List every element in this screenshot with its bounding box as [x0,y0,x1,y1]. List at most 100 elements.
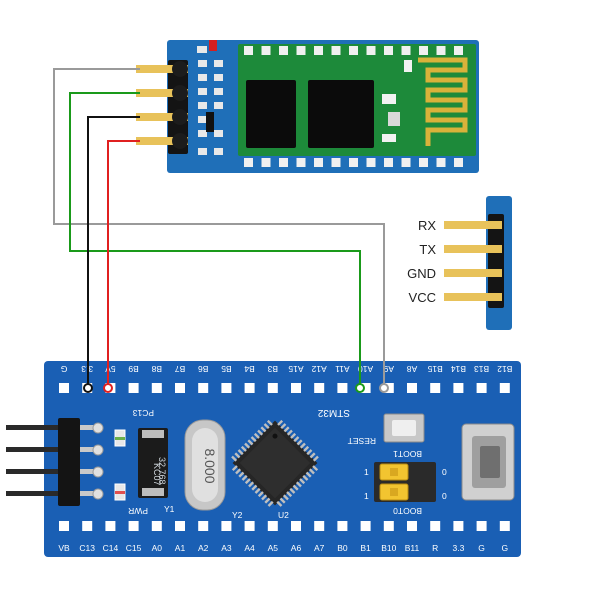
stm32-top-pin-label: A15 [288,364,303,374]
stm32-bottom-pin-label: B11 [405,543,420,553]
bt-pad [244,158,253,167]
stm32-pin-hole [430,383,441,393]
stm32-bottom-pin-label: R [432,543,438,553]
stm32-bottom-pin-label: A3 [221,543,232,553]
stm32-pin-hole [453,383,464,393]
stm32-pin-hole [337,383,348,393]
stm32-bottom-pin-label: C13 [79,543,95,553]
stm32-top-pin-label: B6 [198,364,209,374]
bt-component [382,134,396,142]
stm32-bottom-pin-label: B0 [337,543,348,553]
bt-pad [279,46,288,55]
stm32-chip-label: STM32 [317,407,350,418]
svg-text:8.000: 8.000 [202,448,218,483]
jumper-1-top: 1 [364,467,369,477]
stm32-pin-hole [499,521,510,531]
bt-pad [366,46,376,55]
stm32-pin-hole [221,521,232,531]
stm32-top-pin-label: B15 [427,364,442,374]
wire-red [107,140,140,386]
stm32-pin-hole [244,521,255,531]
stm32-pin-hole [430,521,441,531]
stm32-pin-hole [198,521,209,531]
pwr-label: PWR [128,506,148,516]
stm32-pin-hole [105,521,116,531]
stm32-top-pin-label: A10 [358,364,373,374]
stm32-pin-hole [59,521,69,531]
bt-pad [454,158,463,167]
stm32-pin-hole [407,383,417,393]
stm32-pin-hole [383,521,394,531]
bt-pad [314,46,323,55]
bt-antenna-trace [418,57,468,146]
reset-label: RESET [348,436,376,446]
stm32-pin-hole [314,521,325,531]
bt-component [382,94,396,104]
svg-text:KC07: KC07 [152,463,162,486]
jumper-0-bottom: 0 [442,491,447,501]
jumper-0-top: 0 [442,467,447,477]
bt-pad [384,46,393,55]
bt-pad [436,46,446,55]
stm32-bottom-pin-label: 3.3 [452,543,464,553]
bt-header-housing [168,60,188,154]
stm32-pin-hole [267,521,278,531]
boot1-label: BOOT1 [393,449,422,459]
stm32-bottom-pin-label: C15 [126,543,142,553]
wire-gray [53,68,385,386]
stm32-bottom-pin-label: B1 [360,543,371,553]
bt-pad [279,158,288,167]
bt-pad [261,158,271,167]
stm32-bottom-pin-label: A4 [244,543,255,553]
bluetooth-module [136,40,479,173]
stm32-pin-hole [337,521,348,531]
stm32-bottom-pin-label: A1 [175,543,186,553]
bt-pad [419,46,428,55]
pc13-label: PC13 [132,408,154,418]
bt-pad [401,46,411,55]
stm32-pin-hole [291,383,301,393]
stm32-pin-hole [128,521,139,531]
stm32-side-header-housing [58,418,80,506]
stm32-pin-hole [476,521,487,531]
stm32-top-pin-label: B4 [244,364,255,374]
stm32-bottom-pin-label: A2 [198,543,209,553]
crystal-32768 [138,428,168,498]
stm32-bottom-pin-label: VB [58,543,70,553]
stm32-top-pin-label: B12 [497,364,512,374]
stm32-top-pin-label: B9 [128,364,139,374]
bt-pad [384,158,393,167]
pin-label-tx: TX [419,242,436,257]
stm32-pin-hole [151,383,162,393]
stm32-pin-hole [360,383,371,393]
stm32-bottom-pin-holes [59,521,510,531]
stm32-bottom-pin-label: A6 [291,543,302,553]
stm32-pin-hole [175,521,185,531]
stm32-pin-hole [314,383,325,393]
stm32-pin-hole [244,383,255,393]
pinout-header-housing [488,214,504,308]
pinout-legend: RX TX GND VCC [407,196,512,330]
bt-pad [349,46,358,55]
stm32-pin-hole [267,383,278,393]
bt-pad [244,46,253,55]
stm32-pin-hole [198,383,209,393]
stm32-top-pin-label: A9 [383,364,394,374]
stm32-bottom-pin-label: A7 [314,543,325,553]
bt-pad [314,158,323,167]
bt-pad [296,158,306,167]
stm32-pin-hole [151,521,162,531]
stm32-top-pin-label: A12 [311,364,326,374]
pin-label-vcc: VCC [409,290,436,305]
bt-pad [366,158,376,167]
bt-pad [401,158,411,167]
stm32-top-pin-label: G [61,364,68,374]
stm32-top-pin-label: B14 [451,364,466,374]
svg-text:32.768: 32.768 [157,457,167,485]
bt-chip-left [246,80,296,148]
bt-header-pins [136,61,188,149]
wires [53,68,389,393]
